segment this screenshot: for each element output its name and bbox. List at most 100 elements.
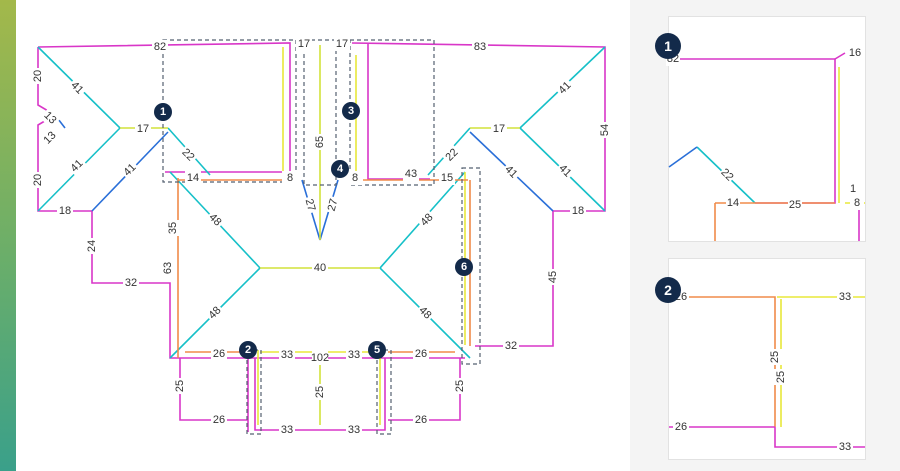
measure-label-left-wall-down: 24 xyxy=(86,240,98,252)
callout-badges[interactable]: 1 2 3 4 5 6 xyxy=(154,102,473,359)
label-backdrop xyxy=(413,413,429,427)
label-backdrop xyxy=(313,134,327,150)
label-backdrop xyxy=(570,204,586,218)
label-backdrop xyxy=(403,167,419,181)
callout-badge-number: 5 xyxy=(374,344,380,356)
measure-label-detail1-top-right: 16 xyxy=(849,47,861,59)
callout-badge-4[interactable]: 4 xyxy=(331,160,349,178)
callout-badge-2[interactable]: 2 xyxy=(239,341,257,359)
measure-label-right-inner-bottom-b: 43 xyxy=(405,168,417,180)
label-backdrop xyxy=(31,172,45,188)
callout-badge-number: 3 xyxy=(348,105,354,117)
detail-badge-2[interactable]: 2 xyxy=(655,277,681,303)
measure-label-left-inner-wall-a: 35 xyxy=(167,222,179,234)
measure-label-left-hip-lower: 41 xyxy=(68,157,85,174)
callout-badge-1[interactable]: 1 xyxy=(154,103,172,121)
label-backdrop xyxy=(837,290,853,304)
callout-badge-circle xyxy=(154,103,172,121)
label-backdrop xyxy=(347,171,363,185)
label-backdrop xyxy=(554,160,576,182)
detail-badge-1[interactable]: 1 xyxy=(655,33,681,59)
label-backdrop xyxy=(546,269,560,285)
label-backdrop xyxy=(346,423,362,437)
label-backdrop xyxy=(312,351,328,365)
label-backdrop xyxy=(282,171,298,185)
measure-label-right-inner-bottom-a: 8 xyxy=(352,172,358,184)
callout-badge-6[interactable]: 6 xyxy=(455,258,473,276)
measure-label-left-inner-wall-b: 63 xyxy=(162,262,174,274)
label-backdrop xyxy=(554,77,576,99)
label-backdrop xyxy=(279,423,295,437)
measure-label-left-step-a: 13 xyxy=(41,109,58,126)
callout-badge-number: 6 xyxy=(461,261,467,273)
label-backdrop xyxy=(837,440,853,454)
measure-label-top-mid-right: 17 xyxy=(336,38,348,50)
callout-badge-circle xyxy=(342,102,360,120)
measure-label-bottom-left-26: 26 xyxy=(213,348,225,360)
measure-label-left-ridge: 17 xyxy=(137,123,149,135)
measure-label-left-inner-bottom-a: 14 xyxy=(187,172,199,184)
measure-label-right-valley-inner: 22 xyxy=(443,146,460,163)
label-backdrop xyxy=(850,196,864,210)
callout-badge-3[interactable]: 3 xyxy=(342,102,360,120)
label-backdrop xyxy=(31,68,45,84)
label-backdrop xyxy=(211,413,227,427)
label-backdrop xyxy=(57,204,73,218)
label-backdrop xyxy=(416,209,438,231)
label-backdrop xyxy=(346,348,362,362)
label-backdrop xyxy=(324,195,342,215)
label-backdrop xyxy=(848,46,862,60)
label-backdrop xyxy=(85,238,99,254)
measure-label-right-edge: 54 xyxy=(599,124,611,136)
measure-label-left-step-b: 13 xyxy=(41,129,58,146)
callout-badge-number: 1 xyxy=(160,106,166,118)
measure-label-detail1-bottom-a: 14 xyxy=(727,197,739,209)
label-backdrop xyxy=(768,349,782,365)
callout-badge-circle xyxy=(331,160,349,178)
label-backdrop xyxy=(39,107,61,129)
label-backdrop xyxy=(119,159,141,181)
measure-label-left-bottom-eave: 18 xyxy=(59,205,71,217)
measure-label-right-foot: 32 xyxy=(505,340,517,352)
label-backdrop xyxy=(441,144,463,166)
label-backdrop xyxy=(204,209,226,231)
label-backdrop xyxy=(726,196,740,210)
label-backdrop xyxy=(598,122,612,138)
callout-badge-circle xyxy=(455,258,473,276)
label-backdrop xyxy=(439,171,455,185)
measure-label-right-inner-bottom-c: 15 xyxy=(441,172,453,184)
measure-label-detail1-right-b: 8 xyxy=(854,197,860,209)
measure-label-left-foot: 32 xyxy=(125,277,137,289)
measure-label-right-bottom-eave: 18 xyxy=(572,205,584,217)
callout-badge-number: 4 xyxy=(337,163,344,175)
left-accent-bar xyxy=(0,0,16,471)
label-backdrop xyxy=(846,182,860,196)
label-backdrop xyxy=(279,348,295,362)
label-backdrop xyxy=(161,260,175,276)
measure-label-left-valley-inner: 22 xyxy=(179,146,196,163)
label-backdrop xyxy=(185,171,201,185)
label-backdrop xyxy=(211,347,227,361)
measure-label-bottom-mid-left-33: 33 xyxy=(281,349,293,361)
callout-badge-circle xyxy=(239,341,257,359)
callout-badge-5[interactable]: 5 xyxy=(368,341,386,359)
measure-label-top-mid-left: 17 xyxy=(298,38,310,50)
measure-label-lower-left-wall: 25 xyxy=(174,380,186,392)
callout-badge-number: 2 xyxy=(245,344,251,356)
label-backdrop xyxy=(166,220,180,236)
label-backdrop xyxy=(173,378,187,394)
label-backdrop xyxy=(66,155,88,177)
label-backdrop xyxy=(774,369,788,385)
hip-lines xyxy=(37,46,606,359)
measure-label-detail1-right-a: 1 xyxy=(850,183,856,195)
measure-label-top-right-eave: 83 xyxy=(474,41,486,53)
measure-label-detail2-top-right: 33 xyxy=(839,291,851,303)
label-backdrop xyxy=(301,195,319,215)
label-backdrop xyxy=(296,37,312,51)
label-backdrop xyxy=(177,144,199,166)
